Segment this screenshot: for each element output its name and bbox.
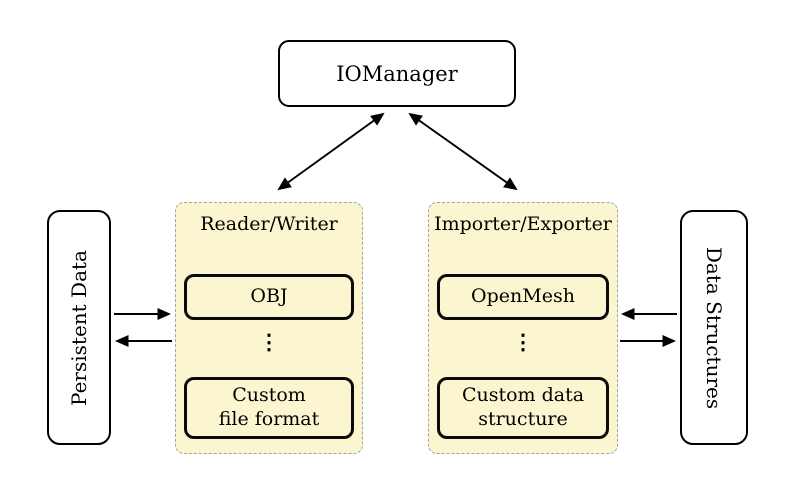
custom-data-structure-line2: structure: [478, 408, 568, 430]
node-data-structures[interactable]: Data Structures: [680, 210, 748, 445]
node-iomanager[interactable]: IOManager: [278, 40, 516, 107]
iomanager-label: IOManager: [336, 61, 458, 86]
obj-label: OBJ: [250, 285, 288, 308]
panel-importer-exporter-title: Importer/Exporter: [434, 213, 612, 235]
panel-importer-exporter: Importer/Exporter OpenMesh ⋮ Custom data…: [428, 202, 618, 454]
custom-data-structure-line1: Custom data: [461, 384, 585, 407]
node-obj[interactable]: OBJ: [184, 274, 354, 320]
ellipsis-reader-writer: ⋮: [258, 329, 280, 354]
panel-reader-writer: Reader/Writer OBJ ⋮ Custom file format: [175, 202, 363, 454]
node-custom-file-format[interactable]: Custom file format: [184, 377, 354, 439]
data-structures-label: Data Structures: [702, 246, 726, 409]
node-openmesh[interactable]: OpenMesh: [437, 274, 609, 320]
node-persistent-data[interactable]: Persistent Data: [47, 210, 111, 445]
ellipsis-importer-exporter: ⋮: [512, 329, 534, 354]
persistent-data-label: Persistent Data: [67, 249, 92, 406]
node-custom-data-structure[interactable]: Custom data structure: [437, 377, 609, 439]
openmesh-label: OpenMesh: [471, 285, 575, 308]
custom-file-format-line1: Custom: [232, 384, 306, 407]
panel-reader-writer-title: Reader/Writer: [200, 213, 338, 235]
custom-file-format-line2: file format: [218, 408, 320, 430]
arrow-iomanager-importerexporter: [408, 112, 518, 191]
arrow-iomanager-readerwriter: [277, 112, 385, 191]
